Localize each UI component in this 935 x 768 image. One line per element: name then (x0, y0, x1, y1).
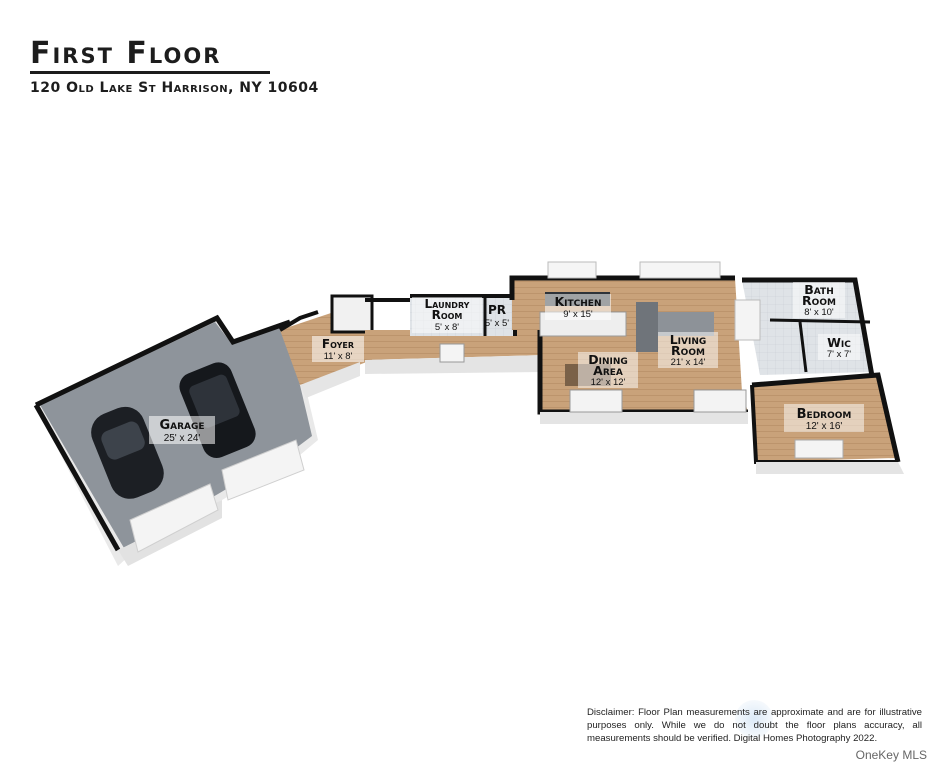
title-underline (30, 71, 270, 74)
room-label-wic: Wic 7' x 7' (818, 334, 860, 360)
svg-text:Dining: Dining (588, 352, 628, 367)
svg-text:Bedroom: Bedroom (797, 407, 852, 422)
svg-text:Bath: Bath (804, 282, 833, 297)
page-title: First Floor (30, 36, 222, 71)
svg-text:Room: Room (432, 308, 463, 322)
svg-text:Wic: Wic (827, 335, 851, 350)
property-address: 120 Old Lake St Harrison, NY 10604 (30, 80, 319, 96)
room-label-foyer: Foyer 11' x 8' (312, 336, 364, 362)
svg-text:12' x 12': 12' x 12' (591, 377, 626, 388)
photographer-logo (735, 700, 773, 738)
svg-text:Laundry: Laundry (425, 297, 470, 311)
svg-text:Kitchen: Kitchen (555, 294, 602, 309)
hallway-area (365, 298, 545, 374)
room-label-pr: PR 5' x 5' (485, 303, 509, 329)
svg-text:8' x 10': 8' x 10' (804, 307, 834, 318)
room-label-garage: Garage 25' x 24' (149, 416, 215, 444)
room-label-living: Living Room 21' x 14' (658, 332, 718, 368)
svg-text:PR: PR (488, 303, 506, 317)
svg-text:21' x 14': 21' x 14' (671, 357, 706, 368)
svg-text:5' x 5': 5' x 5' (485, 318, 509, 329)
room-label-kitchen: Kitchen 9' x 15' (545, 294, 611, 320)
room-label-bath: Bath Room 8' x 10' (793, 282, 845, 318)
room-label-laundry: Laundry Room 5' x 8' (412, 297, 482, 333)
svg-text:Area: Area (593, 363, 623, 378)
svg-text:Foyer: Foyer (322, 337, 354, 351)
car-icon (91, 406, 164, 499)
svg-text:9' x 15': 9' x 15' (563, 309, 593, 320)
svg-text:Room: Room (802, 293, 836, 308)
disclaimer-text: Disclaimer: Floor Plan measurements are … (587, 707, 922, 744)
svg-text:Garage: Garage (159, 418, 204, 433)
svg-text:Room: Room (671, 343, 705, 358)
svg-text:11' x 8': 11' x 8' (324, 351, 353, 362)
svg-text:7' x 7': 7' x 7' (827, 349, 851, 360)
svg-text:25' x 24': 25' x 24' (164, 433, 201, 444)
mls-watermark: OneKey MLS (855, 748, 927, 762)
room-label-dining: Dining Area 12' x 12' (578, 352, 638, 388)
svg-text:12' x 16': 12' x 16' (806, 421, 843, 432)
svg-text:Living: Living (670, 332, 707, 347)
svg-text:5' x 8': 5' x 8' (435, 322, 459, 333)
room-label-bedroom: Bedroom 12' x 16' (784, 404, 864, 432)
